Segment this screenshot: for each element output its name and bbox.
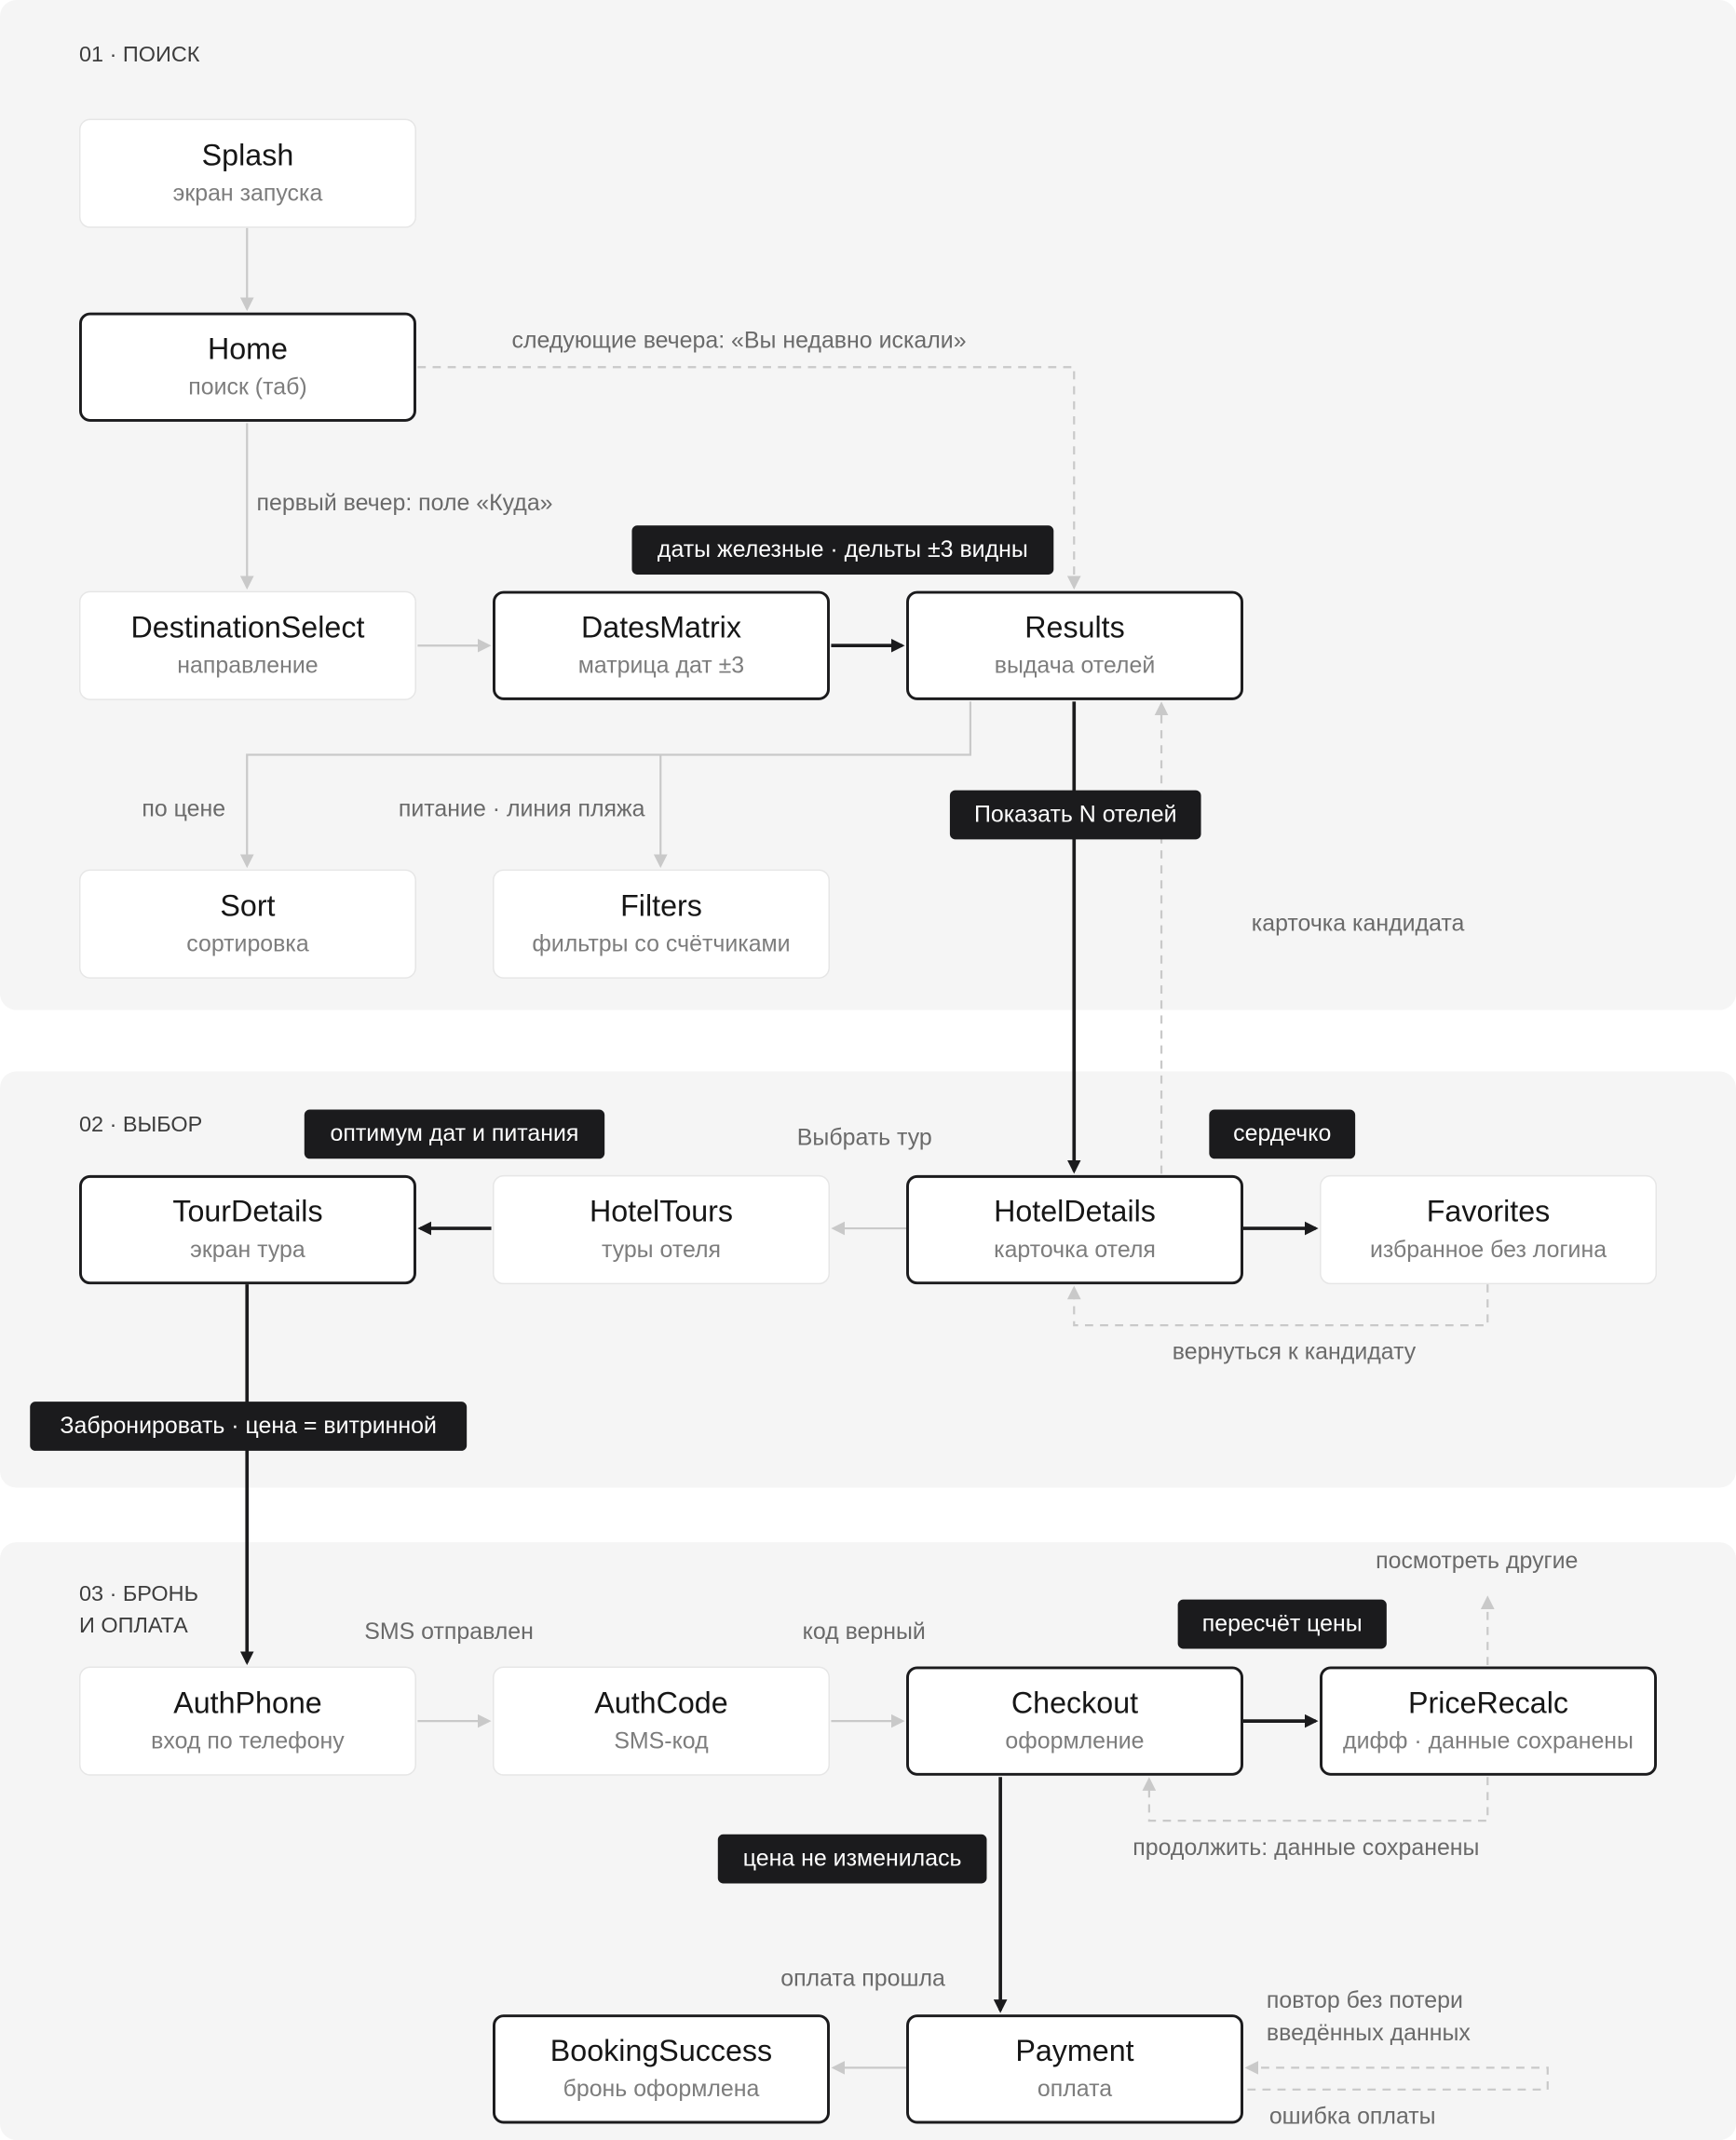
node-subtitle: избранное без логина xyxy=(1369,1236,1607,1263)
node-title: Sort xyxy=(220,888,276,923)
node-title: Results xyxy=(1024,610,1125,644)
node-home[interactable]: Home поиск (таб) xyxy=(78,312,416,422)
label-first-evening: первый вечер: поле «Куда» xyxy=(256,490,553,516)
node-subtitle: оформление xyxy=(1005,1727,1145,1754)
node-subtitle: поиск (таб) xyxy=(188,373,307,400)
label-payment-error: ошибка оплаты xyxy=(1268,2103,1436,2130)
pill-dates-fixed: даты железные · дельты ±3 видны xyxy=(631,525,1054,576)
label-choose-tour: Выбрать тур xyxy=(796,1124,932,1151)
node-payment[interactable]: Payment оплата xyxy=(906,2014,1243,2124)
pill-heart[interactable]: сердечко xyxy=(1209,1109,1356,1159)
node-subtitle: экран тура xyxy=(190,1236,305,1263)
node-title: Payment xyxy=(1015,2033,1134,2068)
node-title: Favorites xyxy=(1426,1194,1551,1229)
label-retry: повтор без потери введённых данных xyxy=(1266,1986,1471,2046)
node-subtitle: матрица дат ±3 xyxy=(577,652,745,679)
node-splash[interactable]: Splash экран запуска xyxy=(78,118,416,228)
node-title: TourDetails xyxy=(172,1194,323,1229)
node-subtitle: фильтры со счётчиками xyxy=(532,930,791,957)
node-destination-select[interactable]: DestinationSelect направление xyxy=(78,590,416,700)
node-title: Filters xyxy=(620,888,702,923)
node-dates-matrix[interactable]: DatesMatrix матрица дат ±3 xyxy=(493,590,830,700)
node-subtitle: экран запуска xyxy=(172,180,323,207)
node-subtitle: дифф · данные сохранены xyxy=(1343,1727,1634,1754)
node-checkout[interactable]: Checkout оформление xyxy=(906,1666,1243,1776)
node-title: DestinationSelect xyxy=(130,610,365,644)
node-hotel-details[interactable]: HotelDetails карточка отеля xyxy=(906,1174,1243,1285)
node-tour-details[interactable]: TourDetails экран тура xyxy=(78,1174,416,1285)
node-subtitle: бронь оформлена xyxy=(563,2076,760,2103)
node-subtitle: выдача отелей xyxy=(994,652,1156,679)
node-hotel-tours[interactable]: HotelTours туры отеля xyxy=(493,1174,830,1285)
edge-results-sort xyxy=(239,701,971,869)
node-subtitle: SMS-код xyxy=(614,1727,709,1754)
section-title-choice: 02 · ВЫБОР xyxy=(78,1113,203,1137)
edge-payment-retry xyxy=(1244,2061,1549,2091)
node-subtitle: оплата xyxy=(1037,2076,1113,2103)
node-subtitle: туры отеля xyxy=(601,1236,722,1263)
label-continue-saved: продолжить: данные сохранены xyxy=(1132,1834,1480,1861)
node-sort[interactable]: Sort сортировка xyxy=(78,869,416,979)
pill-book[interactable]: Забронировать · цена = витринной xyxy=(30,1402,468,1451)
node-subtitle: вход по телефону xyxy=(151,1727,345,1754)
label-see-others: посмотреть другие xyxy=(1376,1547,1579,1574)
node-title: Splash xyxy=(201,138,294,172)
node-booking-success[interactable]: BookingSuccess бронь оформлена xyxy=(493,2014,830,2124)
node-title: HotelTours xyxy=(589,1194,734,1229)
pill-show-n[interactable]: Показать N отелей xyxy=(949,790,1201,840)
pill-recalc: пересчёт цены xyxy=(1177,1599,1387,1649)
node-subtitle: сортировка xyxy=(186,930,309,957)
node-subtitle: направление xyxy=(177,652,319,679)
node-price-recalc[interactable]: PriceRecalc дифф · данные сохранены xyxy=(1320,1666,1657,1776)
node-auth-code[interactable]: AuthCode SMS-код xyxy=(493,1666,830,1776)
label-code-ok: код верный xyxy=(802,1619,926,1646)
node-auth-phone[interactable]: AuthPhone вход по телефону xyxy=(78,1666,416,1776)
label-payment-ok: оплата прошла xyxy=(780,1965,945,1992)
edge-favorites-hoteldetails xyxy=(1066,1284,1489,1327)
node-title: DatesMatrix xyxy=(580,610,741,644)
label-candidate-card: карточка кандидата xyxy=(1251,910,1465,937)
label-sms-sent: SMS отправлен xyxy=(364,1619,534,1646)
node-title: HotelDetails xyxy=(994,1194,1156,1229)
label-by-price: по цене xyxy=(142,795,226,822)
node-results[interactable]: Results выдача отелей xyxy=(906,590,1243,700)
node-title: PriceRecalc xyxy=(1408,1686,1569,1720)
pill-optimum: оптимум дат и питания xyxy=(304,1109,605,1159)
node-favorites[interactable]: Favorites избранное без логина xyxy=(1320,1174,1657,1285)
label-back-to-candidate: вернуться к кандидату xyxy=(1172,1338,1417,1365)
node-title: Home xyxy=(207,332,288,366)
node-filters[interactable]: Filters фильтры со счётчиками xyxy=(493,869,830,979)
edge-home-results xyxy=(417,366,1081,590)
node-title: BookingSuccess xyxy=(549,2033,773,2068)
section-title-search: 01 · ПОИСК xyxy=(78,43,200,67)
node-title: AuthCode xyxy=(594,1686,728,1720)
label-food-beach: питание · линия пляжа xyxy=(398,795,645,822)
label-next-evenings: следующие вечера: «Вы недавно искали» xyxy=(511,327,967,354)
pill-price-same: цена не изменилась xyxy=(717,1834,987,1884)
node-title: Checkout xyxy=(1010,1686,1139,1720)
section-title-booking: 03 · БРОНЬ И ОПЛАТА xyxy=(78,1583,198,1638)
edge-pricerecalc-checkout xyxy=(1142,1777,1489,1822)
node-subtitle: карточка отеля xyxy=(994,1236,1156,1263)
node-title: AuthPhone xyxy=(173,1686,322,1720)
